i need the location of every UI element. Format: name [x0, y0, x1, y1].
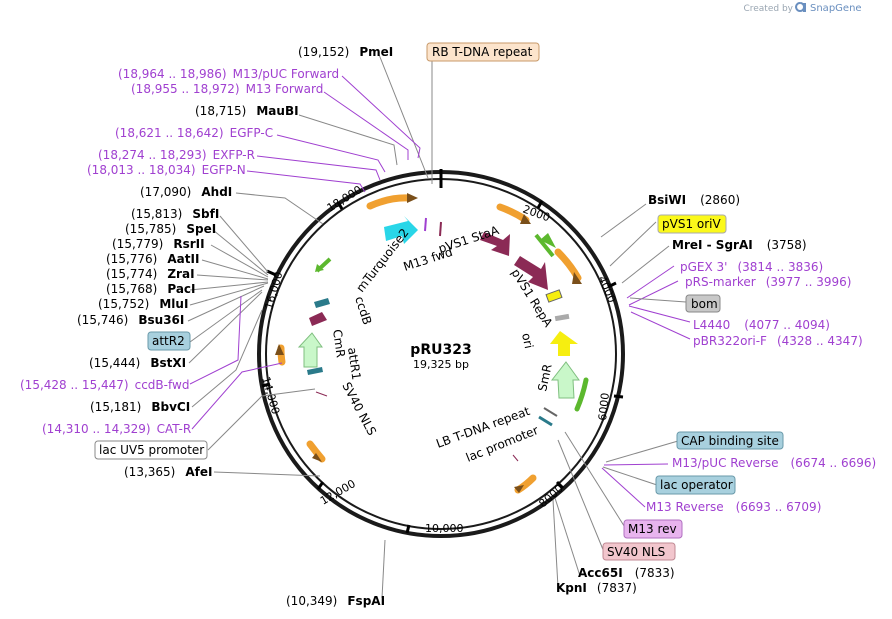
svg-text:lac UV5 promoter: lac UV5 promoter [99, 443, 204, 457]
enzyme-fspai: (10,349)FspAI [286, 594, 385, 608]
pvs1-oriv-feature [545, 289, 563, 303]
attr2-feature [314, 298, 330, 308]
credit-brand: SnapGene [810, 3, 862, 14]
svg-text:bom: bom [691, 297, 718, 311]
svg-text:M13 rev: M13 rev [628, 522, 677, 536]
enzyme-bsiwi: BsiWI(2860) [648, 193, 740, 207]
box-m13-rev: M13 rev [623, 519, 683, 539]
inner-features [297, 216, 580, 462]
green-arrow-feature [540, 233, 556, 248]
svg-text:lac operator: lac operator [660, 478, 733, 492]
svg-text:RB T-DNA repeat: RB T-DNA repeat [432, 45, 533, 59]
attr1-feature [307, 367, 323, 375]
primer-prs-marker: pRS-marker(3977 .. 3996) [685, 275, 851, 289]
mturquoise2-feature [384, 216, 418, 244]
svg-text:pVS1 oriV: pVS1 oriV [662, 217, 722, 231]
box-rb-tdna: RB T-DNA repeat [426, 42, 540, 62]
credit-prefix: Created by [743, 4, 793, 14]
svg-text:SV40 NLS: SV40 NLS [607, 545, 665, 559]
pvs1-repa-feature [514, 256, 548, 290]
enzyme-mrei-sgrai: MreI - SgrAI(3758) [672, 238, 807, 252]
primer-l4440: L4440(4077 .. 4094) [693, 318, 830, 332]
primer-egfp-c: (18,621 .. 18,642)EGFP-C [115, 126, 273, 140]
tick-label: 6000 [596, 392, 612, 421]
green-arrow-left-head [315, 264, 324, 272]
enzyme-spei: (15,785)SpeI [125, 222, 216, 236]
label-m13-fwd: M13 fwd [402, 245, 455, 274]
enzyme-pmei: (19,152)PmeI [298, 45, 393, 59]
primer-pgex3: pGEX 3'(3814 .. 3836) [680, 260, 823, 274]
label-ccdb: ccdB [352, 295, 374, 327]
ccdb-feature [309, 312, 327, 326]
bom-feature [554, 313, 570, 322]
enzyme-zrai: (15,774)ZraI [106, 267, 195, 281]
enzyme-mlui: (15,752)MluI [98, 297, 188, 311]
enzyme-sbfi: (15,813)SbfI [131, 207, 219, 221]
box-cap-binding-site: CAP binding site [676, 431, 784, 450]
leader-lines [187, 51, 691, 599]
primer-m13puc-forward: (18,964 .. 18,986)M13/pUC Forward [118, 67, 339, 81]
primer-cat-r: (14,310 .. 14,329)CAT-R [42, 422, 191, 436]
primer-pbr322ori-f: pBR322ori-F(4328 .. 4347) [693, 334, 863, 348]
enzyme-aatii: (15,776)AatII [106, 252, 199, 266]
snapgene-logo-icon [795, 2, 806, 12]
primer-egfp-n: (18,013 .. 18,034)EGFP-N [87, 163, 246, 177]
label-smr: SmR [535, 363, 554, 393]
cmr-feature [297, 332, 323, 368]
green-arrow-line [534, 233, 555, 258]
primer-m13-forward: (18,955 .. 18,972)M13 Forward [131, 82, 323, 96]
enzyme-rsrii: (15,779)RsrII [112, 237, 205, 251]
box-attr2: attR2 [147, 331, 191, 351]
boxed-labels: RB T-DNA repeat pVS1 oriV bom attR2 lac … [94, 42, 784, 561]
primer-ccdb-fwd: (15,428 .. 15,447)ccdB-fwd [20, 378, 189, 392]
left-labels: (19,152)PmeI (18,964 .. 18,986)M13/pUC F… [20, 45, 393, 608]
tick-label: 4000 [595, 274, 618, 305]
snapgene-credit: Created by SnapGene [743, 2, 862, 14]
primer-m13puc-reverse: M13/pUC Reverse(6674 .. 6696) [672, 456, 876, 470]
tick-label: 10,000 [425, 522, 464, 535]
arrow-heads [275, 193, 582, 493]
box-bom: bom [685, 294, 721, 313]
box-sv40-nls: SV40 NLS [602, 542, 676, 561]
enzyme-paci: (15,768)PacI [106, 282, 196, 296]
primer-m13-reverse: M13 Reverse(6693 .. 6709) [646, 500, 821, 514]
primer-exfp-r: (18,274 .. 18,293)EXFP-R [98, 148, 255, 162]
enzyme-bbvci: (15,181)BbvCI [90, 400, 190, 414]
pvs1-staa-feature [480, 232, 510, 256]
right-labels: BsiWI(2860) MreI - SgrAI(3758) pGEX 3'(3… [556, 193, 876, 595]
plasmid-length: 19,325 bp [413, 358, 469, 371]
enzyme-kpni: KpnI(7837) [556, 581, 637, 595]
svg-text:CAP binding site: CAP binding site [681, 434, 779, 448]
label-attr1: attR1 [345, 346, 363, 380]
box-lac-operator: lac operator [655, 475, 736, 495]
label-sv40-nls: SV40 NLS [339, 380, 379, 438]
box-pvs1-oriv: pVS1 oriV [657, 214, 727, 234]
enzyme-acc65i: Acc65I(7833) [578, 566, 675, 580]
label-cmr: CmR [330, 328, 348, 358]
enzyme-bstxi: (15,444)BstXI [89, 356, 186, 370]
enzyme-ahdi: (17,090)AhdI [140, 185, 232, 199]
ori-feature [550, 331, 578, 356]
enzyme-maubi: (18,715)MauBI [195, 104, 299, 118]
label-ori: ori [519, 332, 536, 350]
tick-marks [261, 200, 624, 534]
box-lac-uv5-promoter: lac UV5 promoter [94, 440, 208, 460]
svg-text:attR2: attR2 [152, 334, 185, 348]
enzyme-bsu36i: (15,746)Bsu36I [77, 313, 184, 327]
smr-feature [550, 361, 580, 399]
enzyme-afei: (13,365)AfeI [124, 465, 212, 479]
plasmid-name: pRU323 [410, 342, 471, 358]
